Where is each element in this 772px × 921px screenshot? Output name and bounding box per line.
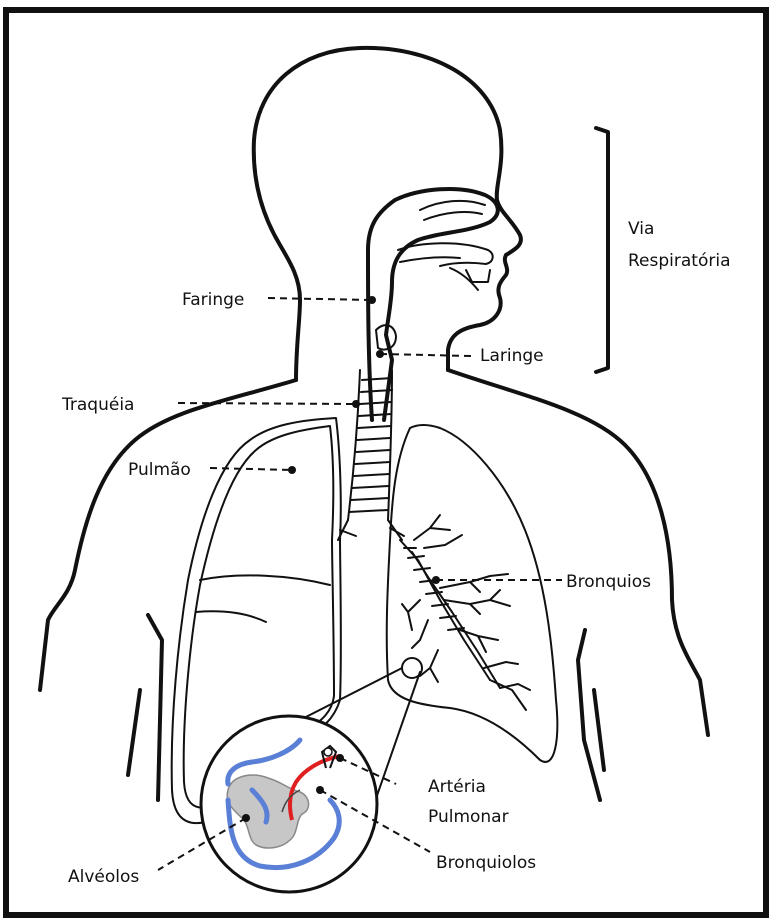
label-pulmonar: Pulmonar bbox=[428, 807, 509, 827]
label-faringe: Faringe bbox=[182, 290, 244, 310]
magnifier-line-upper bbox=[300, 668, 402, 720]
via-respiratoria-bracket bbox=[596, 128, 608, 372]
label-alveolos: Alvéolos bbox=[68, 867, 139, 887]
lung-right bbox=[387, 425, 558, 762]
label-bronquios: Bronquios bbox=[566, 572, 651, 592]
label-pulmao: Pulmão bbox=[128, 460, 191, 480]
bronchi bbox=[400, 515, 530, 710]
alveoli-inset bbox=[201, 716, 377, 892]
label-respiratoria: Respiratória bbox=[628, 251, 730, 271]
label-laringe: Laringe bbox=[480, 346, 544, 366]
label-arteria: Artéria bbox=[428, 777, 486, 797]
label-traqueia: Traquéia bbox=[61, 395, 134, 415]
label-via: Via bbox=[628, 219, 654, 239]
label-bronquiolos: Bronquiolos bbox=[436, 853, 536, 873]
upper-airway bbox=[368, 189, 498, 420]
